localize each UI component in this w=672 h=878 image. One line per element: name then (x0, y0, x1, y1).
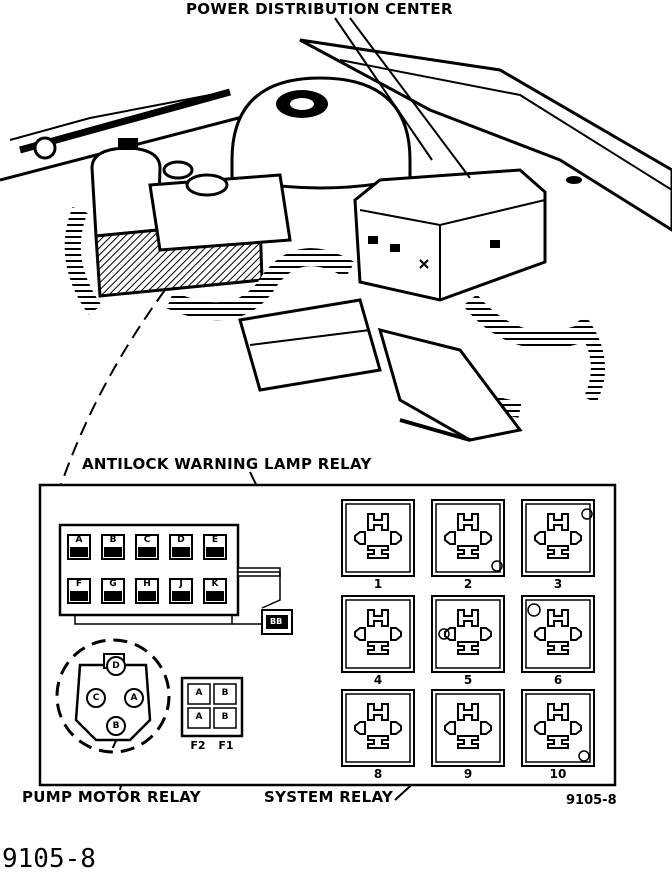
cowl-panel-inner (339, 59, 672, 191)
wire-loom-center (166, 248, 355, 321)
cowl-panel (299, 38, 672, 232)
fuse-letter: F (75, 579, 83, 589)
fuse-letter: A (75, 535, 83, 545)
label-power-distribution-center: POWER DISTRIBUTION CENTER (186, 0, 453, 18)
label-antilock-warning-lamp-relay: ANTILOCK WARNING LAMP RELAY (82, 455, 372, 473)
bracket (377, 327, 523, 442)
pdc-leader-b (349, 17, 471, 179)
fuse-letter: H (143, 579, 151, 589)
label-f1: F1 (218, 739, 234, 752)
fuse-letter: D (177, 535, 185, 545)
pump-terminal-b: B (106, 716, 126, 736)
fuse-element (138, 591, 156, 601)
fuse-element (104, 547, 122, 557)
fuse-element (138, 547, 156, 557)
small-fuse-letter: A (195, 712, 203, 722)
small-fuse-letter: B (221, 688, 229, 698)
pump-relay-number: 7 (109, 737, 119, 751)
small-fuse-letter: B (221, 712, 229, 722)
fuse-element (206, 591, 224, 601)
reservoir-cap (185, 173, 229, 197)
fuse-element (70, 547, 88, 557)
relay-grid (341, 499, 595, 767)
engine-illustration (0, 38, 672, 442)
relay-number-6: 6 (553, 673, 563, 687)
relay-number-5: 5 (463, 673, 473, 687)
fuse-letter: J (179, 579, 183, 589)
relay-number-8: 8 (373, 767, 383, 781)
fuse-element (172, 547, 190, 557)
relay-number-10: 10 (549, 767, 567, 781)
fuse-letter: B (109, 535, 117, 545)
label-f2: F2 (190, 739, 206, 752)
fuse-bb-label: BB (270, 617, 283, 626)
label-system-relay: SYSTEM RELAY (264, 788, 394, 806)
fuse-element (70, 591, 88, 601)
fuse-letter: E (211, 535, 219, 545)
fuse-letter: K (211, 579, 219, 589)
fuse-element (172, 591, 190, 601)
small-fuse-letter: A (195, 688, 203, 698)
pump-terminal-a: A (124, 688, 144, 708)
wire-loom-left (64, 207, 102, 315)
inset-reference: 9105-8 (566, 793, 617, 808)
label-pump-motor-relay: PUMP MOTOR RELAY (22, 788, 201, 806)
small-fuse-block (180, 676, 244, 738)
fuse-letter: G (109, 579, 117, 589)
relay-number-2: 2 (463, 577, 473, 591)
fender-line (9, 94, 211, 141)
wiper-pivot (33, 136, 57, 160)
wire-loom-right (463, 294, 594, 349)
fuse-letter: C (143, 535, 151, 545)
wiper-arm (19, 88, 231, 154)
pdc-leader-a (334, 17, 433, 161)
relay-number-9: 9 (463, 767, 473, 781)
relay-number-4: 4 (373, 673, 383, 687)
pump-terminal-c: C (86, 688, 106, 708)
power-distribution-center-box (353, 168, 547, 302)
cowl-hole (566, 176, 582, 184)
wire-loom-far-right (574, 315, 605, 404)
engine-block (238, 298, 382, 392)
relay-number-1: 1 (373, 577, 383, 591)
relay-number-3: 3 (553, 577, 563, 591)
pump-terminal-d: D (106, 656, 126, 676)
valve-block (148, 173, 292, 252)
fuse-element (206, 547, 224, 557)
figure-reference: 9105-8 (2, 844, 96, 874)
fuse-element (104, 591, 122, 601)
